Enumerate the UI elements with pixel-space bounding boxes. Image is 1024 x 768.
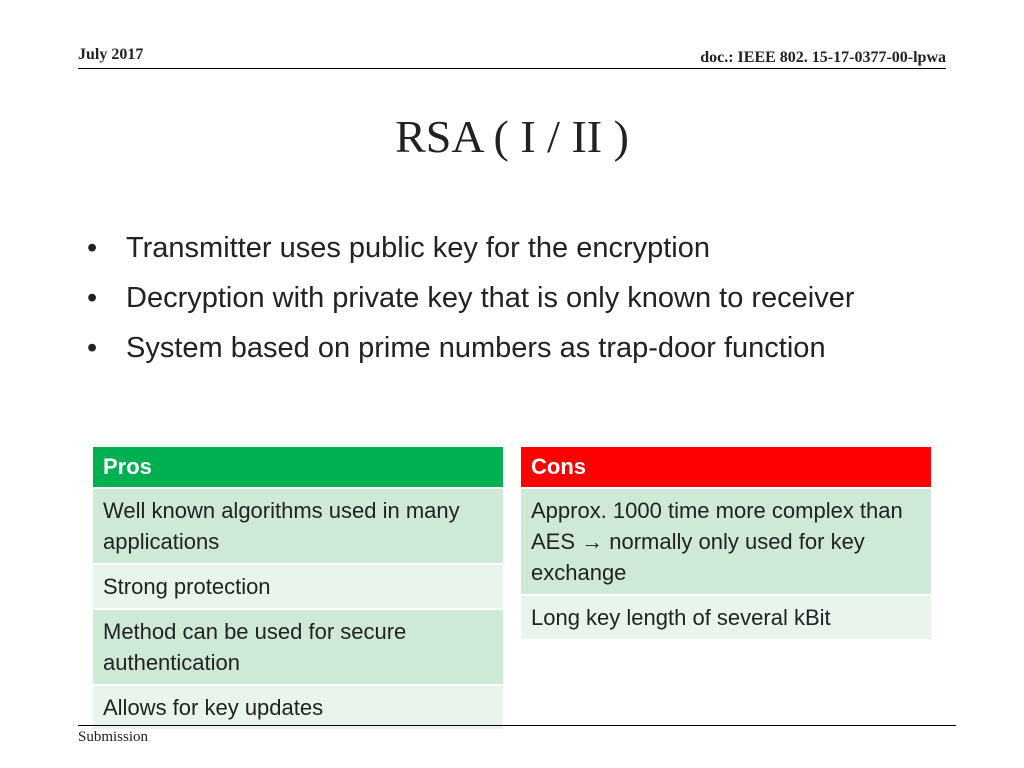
pros-row: Method can be used for secure authentica…: [93, 608, 503, 684]
bullet-list: • Transmitter uses public key for the en…: [82, 228, 902, 378]
pros-row: Strong protection: [93, 563, 503, 608]
bullet-text: System based on prime numbers as trap-do…: [126, 332, 826, 364]
bullet-icon: •: [87, 232, 98, 264]
bullet-text: Transmitter uses public key for the encr…: [126, 232, 711, 264]
pros-row: Allows for key updates: [93, 684, 503, 729]
header-date: July 2017: [78, 46, 144, 63]
pros-heading: Pros: [93, 447, 503, 487]
bullet-item: • Transmitter uses public key for the en…: [82, 228, 902, 268]
bullet-icon: •: [87, 282, 98, 314]
pros-row: Well known algorithms used in many appli…: [93, 487, 503, 563]
slide-title: RSA ( I / II ): [395, 111, 629, 162]
bullet-item: • System based on prime numbers as trap-…: [82, 328, 902, 368]
header-divider: [78, 68, 946, 69]
cons-table: Cons Approx. 1000 time more complex than…: [521, 447, 931, 639]
cons-row: Approx. 1000 time more complex than AES …: [521, 487, 931, 594]
bullet-text: Decryption with private key that is only…: [126, 282, 855, 314]
bullet-item: • Decryption with private key that is on…: [82, 278, 902, 318]
cons-heading: Cons: [521, 447, 931, 487]
footer-label: Submission: [78, 729, 149, 745]
header-doc-id: doc.: IEEE 802. 15-17-0377-00-lpwa: [700, 49, 946, 66]
cons-row: Long key length of several kBit: [521, 594, 931, 639]
pros-table: Pros Well known algorithms used in many …: [93, 447, 503, 729]
bullet-icon: •: [87, 332, 98, 364]
footer-divider: [78, 725, 956, 726]
